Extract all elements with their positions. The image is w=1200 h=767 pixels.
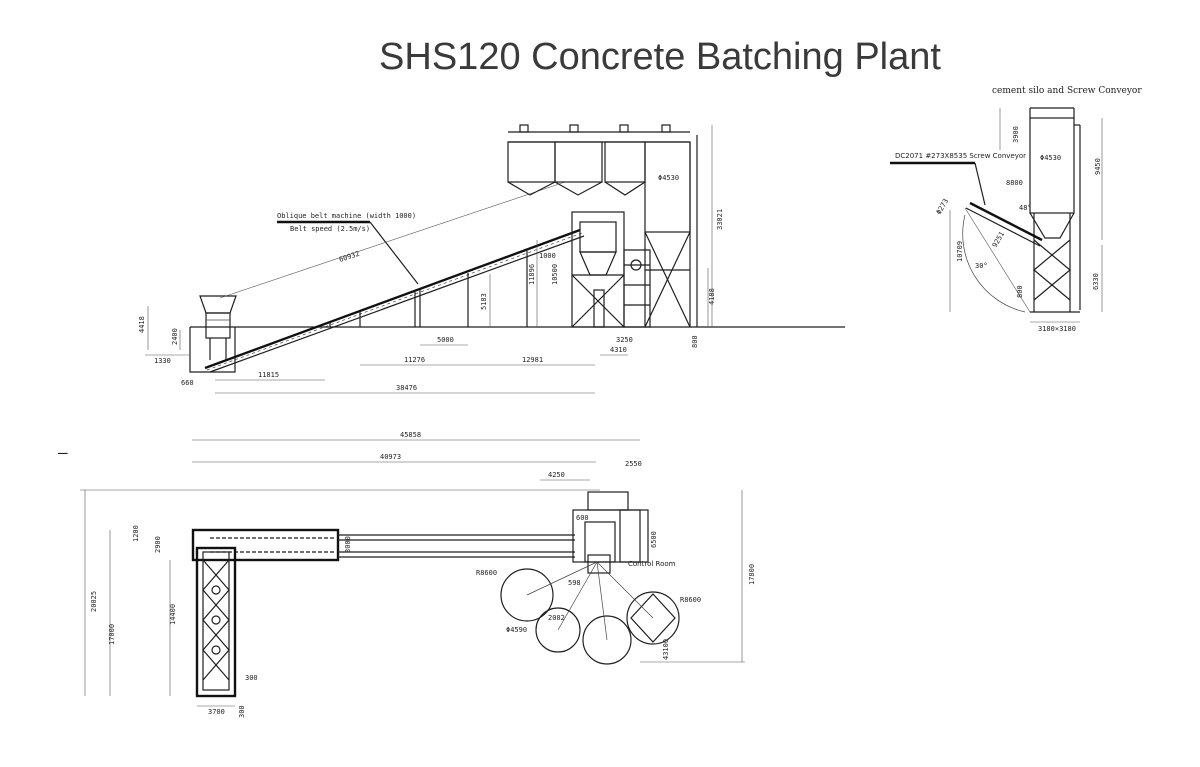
- silo-caption: cement silo and Screw Conveyor: [992, 86, 1142, 96]
- dim-1330: 1330: [154, 357, 171, 365]
- dim-belt-length: 60932: [338, 250, 361, 264]
- plan-dim-2550: 2550: [625, 460, 642, 468]
- dim-5183: 5183: [480, 293, 488, 310]
- plan-dim-3000: 3000: [344, 536, 352, 553]
- stray-mark: –: [58, 443, 68, 462]
- dim-11815: 11815: [258, 371, 279, 379]
- plan-dim-600: 600: [576, 514, 589, 522]
- plan-dim-3700: 3700: [208, 708, 225, 716]
- plan-dim-2900: 2900: [154, 536, 162, 553]
- belt-label-1: Oblique belt machine (width 1000): [277, 212, 416, 220]
- dim-11896: 11896: [528, 264, 536, 285]
- silo-dim-8800: 8800: [1006, 179, 1023, 187]
- side-elevation-view: Oblique belt machine (width 1000) Belt s…: [138, 124, 845, 394]
- plan-aggregate-bins: [195, 546, 237, 698]
- plan-dim-40973: 40973: [380, 453, 401, 461]
- silo-dim-3900: 3900: [1012, 126, 1020, 143]
- dim-2400: 2400: [171, 328, 179, 345]
- dim-12981: 12981: [522, 356, 543, 364]
- silo-screw-view: cement silo and Screw Conveyor DC2071 #2…: [890, 86, 1142, 333]
- dim-660: 660: [181, 379, 194, 387]
- dim-4188: 4188: [708, 288, 716, 305]
- silo-dim-273: Φ273: [935, 197, 950, 216]
- screw-conveyor: [969, 201, 1043, 242]
- plan-dim-17000: 17000: [108, 624, 116, 645]
- plan-dim-45858: 45858: [400, 431, 421, 439]
- mixing-tower: [571, 211, 651, 328]
- plan-mixing-building: [572, 491, 649, 574]
- plan-silos: [500, 561, 680, 665]
- silo-dim-dia: Φ4530: [1040, 154, 1061, 162]
- plan-dim-598: 598: [568, 579, 581, 587]
- dim-silo-dia: Φ4530: [658, 174, 679, 182]
- plan-dim-14400: 14400: [169, 604, 177, 625]
- plan-dim-1200: 1200: [132, 525, 140, 542]
- silo-dim-48: 48°: [1019, 204, 1032, 212]
- dim-3250: 3250: [616, 336, 633, 344]
- dim-total-height: 33021: [716, 209, 724, 230]
- plan-dim-43100: 43100: [662, 639, 670, 660]
- silo-body: [1029, 117, 1075, 214]
- plan-dim-17800: 17800: [748, 564, 756, 585]
- plan-dia-4590: Φ4590: [506, 626, 527, 634]
- silo-dim-6330: 6330: [1092, 273, 1100, 290]
- plan-r8600-a: R8600: [476, 569, 497, 577]
- inclined-belt-conveyor: [204, 228, 585, 373]
- plan-dim-2002: 2002: [548, 614, 565, 622]
- control-room-label: Control Room: [628, 560, 676, 568]
- page-title: SHS120 Concrete Batching Plant: [379, 36, 941, 78]
- plan-view: – 45858 40973 4250 2550: [58, 431, 756, 718]
- silo-dim-800: 800: [1016, 285, 1024, 298]
- silo-dim-10709: 10709: [956, 241, 964, 262]
- plan-r8600-b: R8600: [680, 596, 701, 604]
- belt-label-2: Belt speed (2.5m/s): [290, 225, 370, 233]
- dim-5000: 5000: [437, 336, 454, 344]
- plan-dim-6500: 6500: [650, 531, 658, 548]
- dim-38476: 38476: [396, 384, 417, 392]
- dim-4310: 4310: [610, 346, 627, 354]
- plan-dim-20025: 20025: [90, 591, 98, 612]
- silo-dim-9251: 9251: [991, 230, 1006, 249]
- plan-dim-300-a: 300: [245, 674, 258, 682]
- silo-dim-9450: 9450: [1094, 158, 1102, 175]
- dim-4418: 4418: [138, 316, 146, 333]
- silo-dim-30: 30°: [975, 262, 988, 270]
- dim-800: 800: [691, 335, 699, 348]
- dim-11276: 11276: [404, 356, 425, 364]
- aggregate-hopper: [199, 295, 237, 360]
- plan-conveyor: [191, 528, 575, 562]
- dim-10500: 10500: [551, 264, 559, 285]
- cement-silos: [507, 124, 698, 328]
- dim-1000: 1000: [539, 252, 556, 260]
- silo-dim-base: 3180×3180: [1038, 325, 1076, 333]
- feeder-pit: [189, 327, 236, 373]
- plan-dim-4250: 4250: [548, 471, 565, 479]
- screw-conveyor-label: DC2071 #273X8535 Screw Conveyor: [895, 152, 1026, 160]
- plan-dim-300-b: 300: [238, 705, 246, 718]
